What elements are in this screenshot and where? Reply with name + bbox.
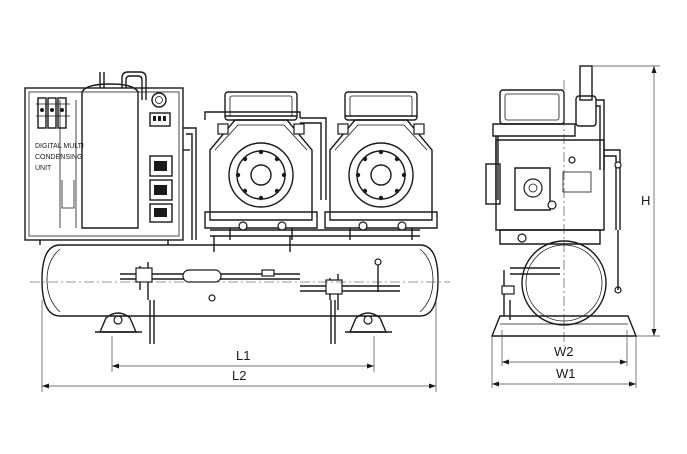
piping-front	[183, 111, 420, 252]
compressor-left	[204, 91, 318, 240]
compressor-right	[324, 91, 438, 240]
dim-label-l2: L2	[232, 368, 246, 383]
bolt-circle-right	[355, 149, 407, 201]
side-pipe	[575, 65, 605, 170]
panel-label-line2: CONDENSING	[35, 154, 82, 161]
tank-legs	[95, 300, 392, 344]
panel-label-line3: UNIT	[35, 165, 52, 172]
side-view: W2 W1 H	[485, 65, 660, 388]
panel-label-line1: DIGITAL MULTI	[35, 143, 84, 150]
side-dimensions: W2 W1 H	[491, 65, 660, 388]
dim-label-w1: W1	[556, 366, 576, 381]
side-compressor-body	[485, 139, 622, 245]
dim-label-w2: W2	[554, 344, 574, 359]
dim-label-l1: L1	[236, 348, 250, 363]
front-dimensions: L1 L2	[41, 300, 437, 392]
control-panel: DIGITAL MULTI CONDENSING UNIT	[24, 71, 184, 245]
front-view: DIGITAL MULTI CONDENSING UNIT	[24, 71, 450, 392]
dim-label-h: H	[641, 193, 650, 208]
bolt-circle-left	[235, 149, 287, 201]
receiver-tank	[30, 244, 450, 317]
